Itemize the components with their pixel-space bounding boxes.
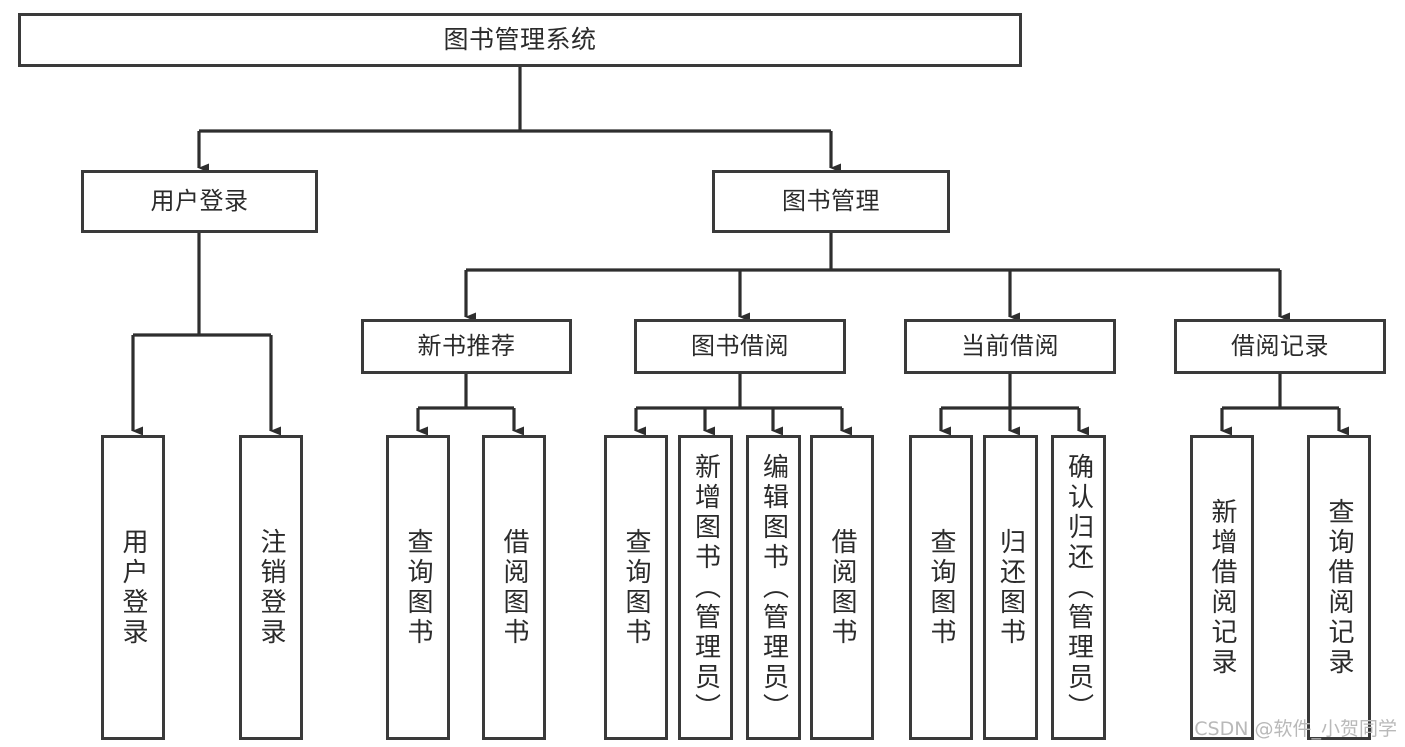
- node-new-book-recommend-label: 新书推荐: [417, 332, 516, 361]
- leaf-user-login[interactable]: 用户登录: [101, 435, 165, 740]
- leaf-borrow-edit-book-admin[interactable]: 编辑图书（管理员）: [746, 435, 801, 740]
- leaf-borrow-add-book-admin-label: 新增图书（管理员）: [690, 452, 721, 723]
- leaf-borrow-query-book-label: 查询图书: [621, 527, 651, 648]
- leaf-new-book-query-book[interactable]: 查询图书: [386, 435, 450, 740]
- node-user-login-label: 用户登录: [150, 187, 249, 216]
- leaf-borrow-borrow-book[interactable]: 借阅图书: [810, 435, 874, 740]
- leaf-borrow-add-book-admin[interactable]: 新增图书（管理员）: [678, 435, 733, 740]
- leaf-borrow-edit-book-admin-label: 编辑图书（管理员）: [758, 452, 789, 723]
- leaf-current-confirm-return-admin-label: 确认归还（管理员）: [1063, 452, 1094, 723]
- leaf-new-book-borrow-book[interactable]: 借阅图书: [482, 435, 546, 740]
- leaf-current-return-book-label: 归还图书: [995, 527, 1026, 648]
- node-borrow-record[interactable]: 借阅记录: [1174, 319, 1386, 374]
- node-current-borrow[interactable]: 当前借阅: [904, 319, 1116, 374]
- leaf-record-query-borrow-record[interactable]: 查询借阅记录: [1307, 435, 1371, 740]
- node-book-management-label: 图书管理: [782, 187, 880, 216]
- node-borrow-record-label: 借阅记录: [1231, 332, 1329, 361]
- node-current-borrow-label: 当前借阅: [961, 332, 1059, 361]
- leaf-new-book-borrow-book-label: 借阅图书: [499, 527, 529, 648]
- leaf-borrow-query-book[interactable]: 查询图书: [604, 435, 668, 740]
- node-root-book-management-system[interactable]: 图书管理系统: [18, 13, 1022, 67]
- leaf-logout-label: 注销登录: [256, 527, 286, 648]
- leaf-current-query-book[interactable]: 查询图书: [909, 435, 973, 740]
- node-book-management[interactable]: 图书管理: [712, 170, 950, 233]
- leaf-record-query-borrow-record-label: 查询借阅记录: [1324, 497, 1354, 678]
- node-root-label: 图书管理系统: [443, 25, 597, 55]
- node-new-book-recommend[interactable]: 新书推荐: [361, 319, 572, 374]
- leaf-logout[interactable]: 注销登录: [239, 435, 303, 740]
- csdn-watermark: CSDN @软件_小贺同学: [1194, 718, 1397, 740]
- leaf-new-book-query-book-label: 查询图书: [403, 527, 433, 648]
- leaf-borrow-borrow-book-label: 借阅图书: [827, 527, 857, 648]
- leaf-record-add-borrow-record[interactable]: 新增借阅记录: [1190, 435, 1254, 740]
- leaf-current-return-book[interactable]: 归还图书: [983, 435, 1038, 740]
- leaf-user-login-label: 用户登录: [118, 527, 148, 648]
- leaf-record-add-borrow-record-label: 新增借阅记录: [1207, 497, 1237, 678]
- leaf-current-confirm-return-admin[interactable]: 确认归还（管理员）: [1051, 435, 1106, 740]
- leaf-current-query-book-label: 查询图书: [926, 527, 956, 648]
- node-book-borrow[interactable]: 图书借阅: [634, 319, 846, 374]
- node-user-login[interactable]: 用户登录: [81, 170, 318, 233]
- node-book-borrow-label: 图书借阅: [691, 332, 789, 361]
